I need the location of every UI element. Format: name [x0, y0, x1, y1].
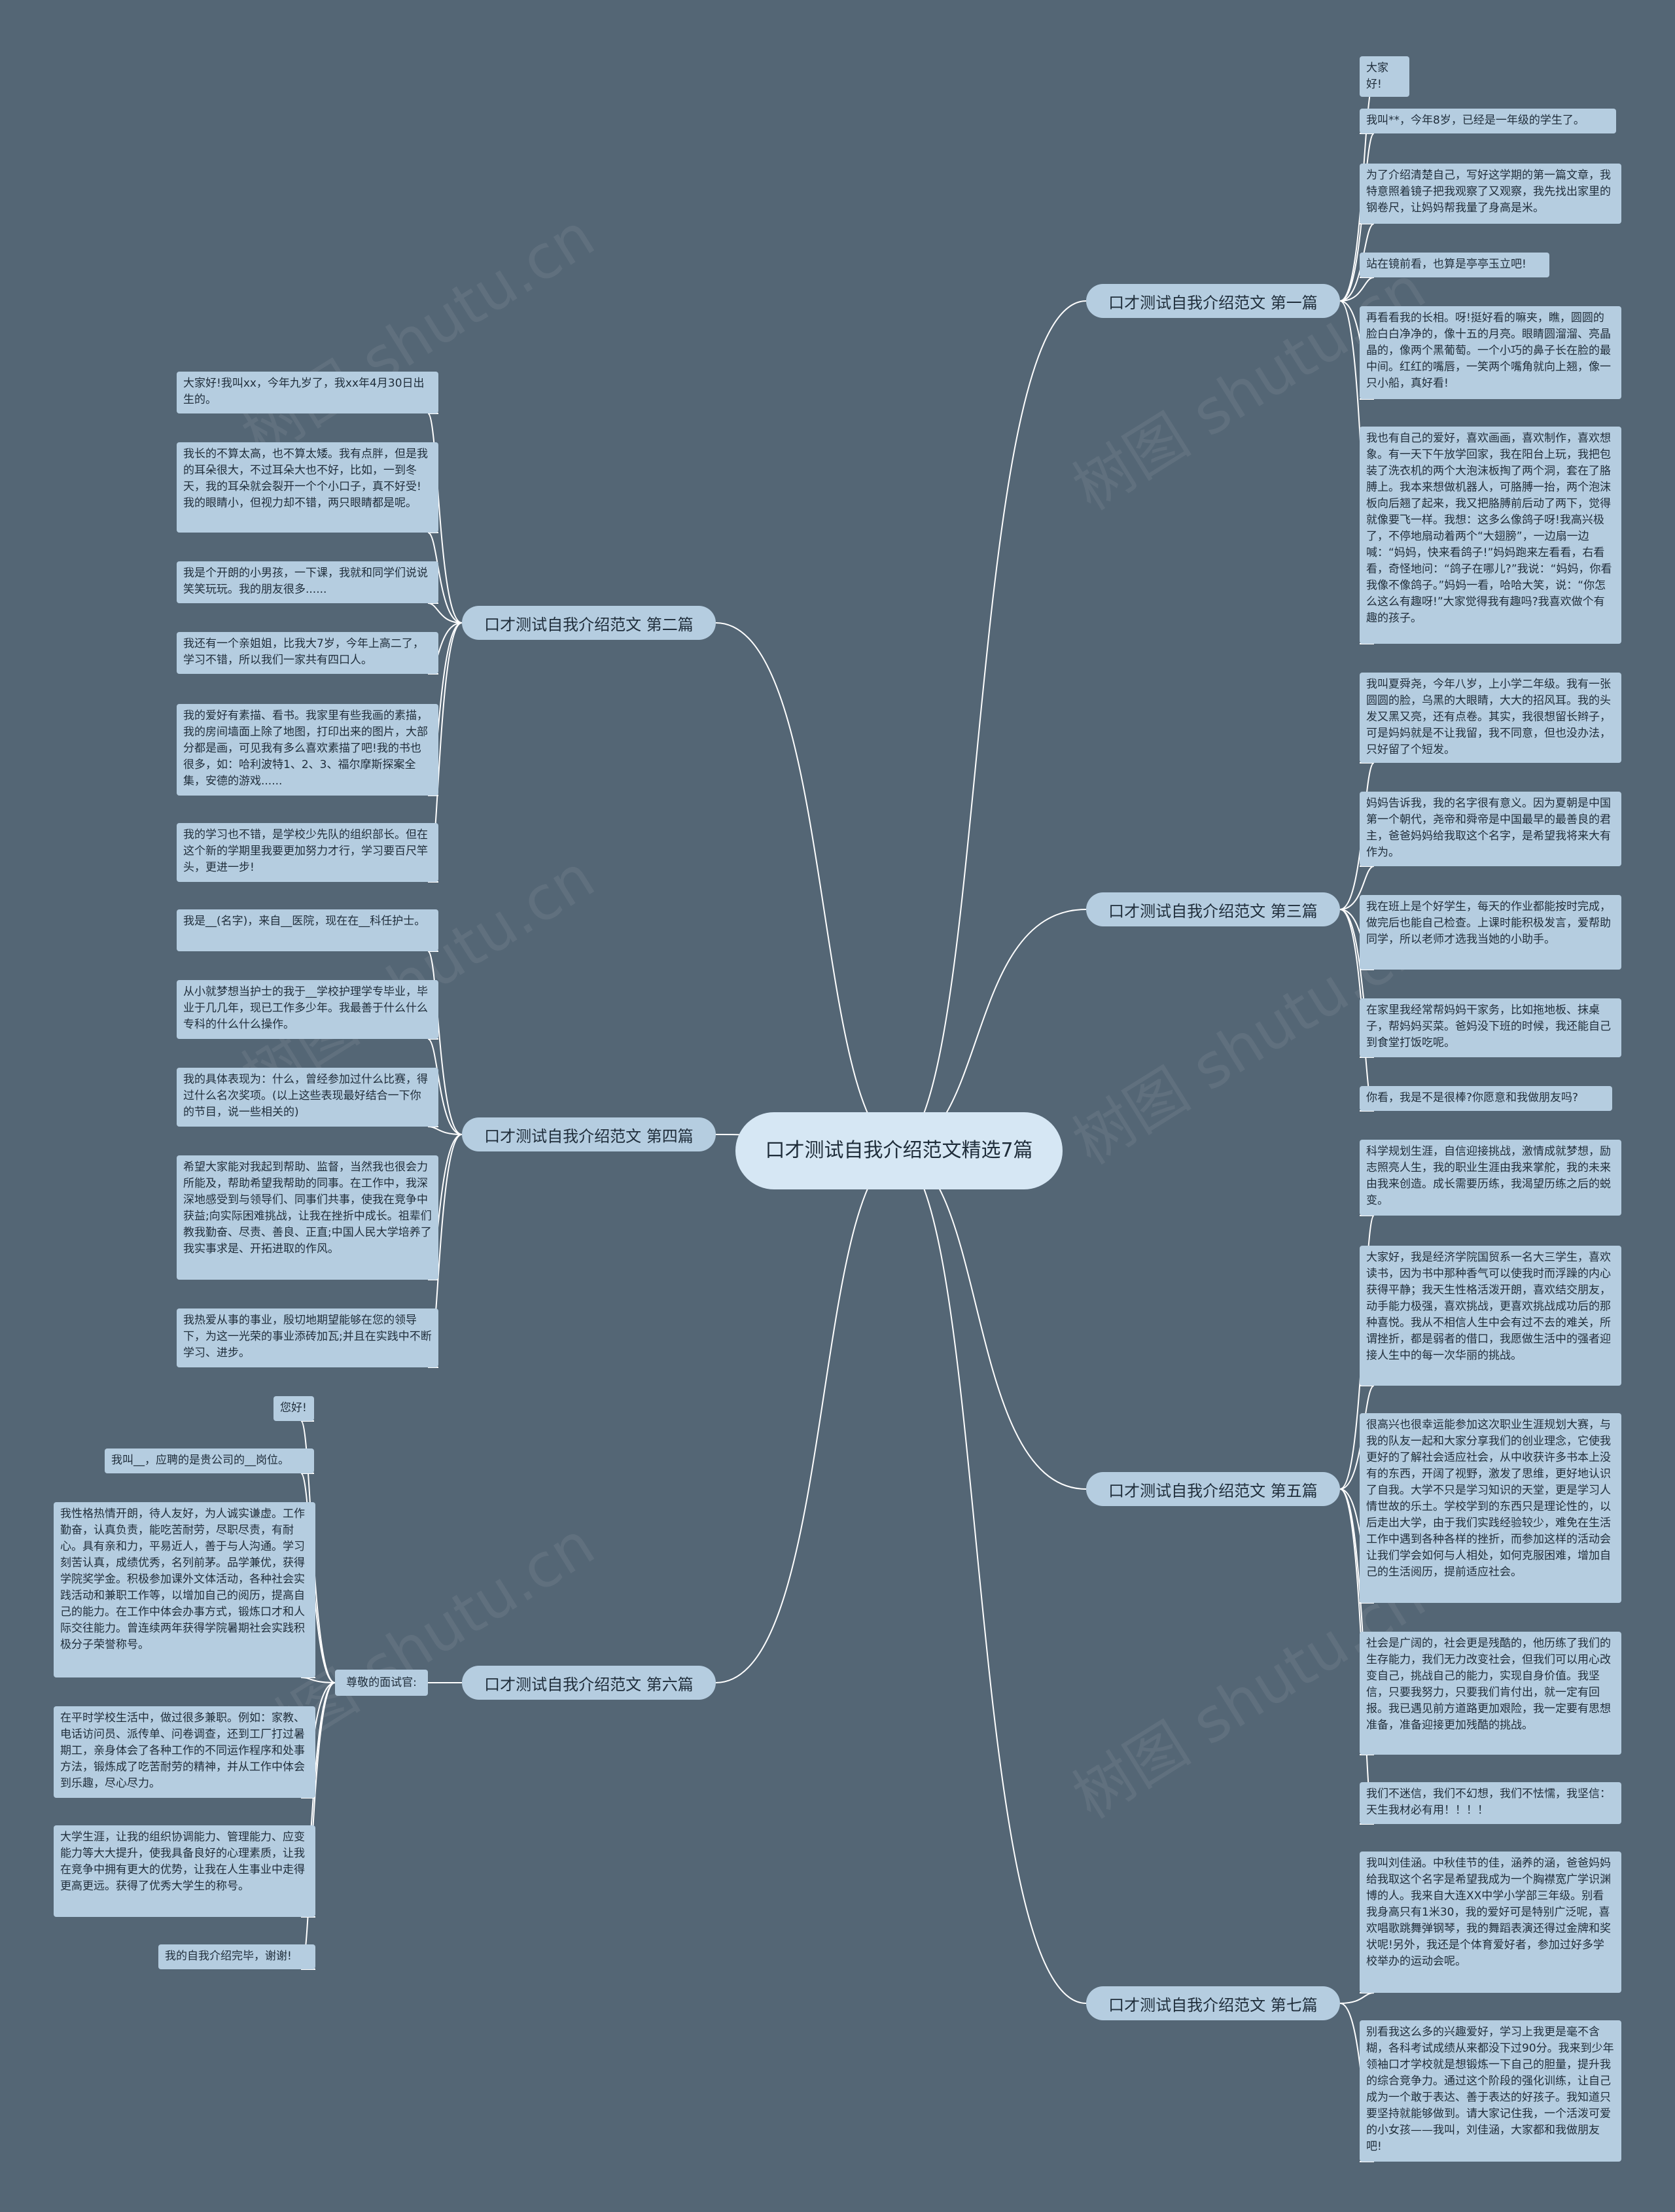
branch-node[interactable]: 口才测试自我介绍范文 第三篇	[1086, 892, 1340, 926]
leaf-node[interactable]: 社会是广阔的，社会更是残酷的，他历练了我们的生存能力，我们无力改变社会，但我们可…	[1360, 1632, 1621, 1755]
leaf-node[interactable]: 我的学习也不错，是学校少先队的组织部长。但在这个新的学期里我要更加努力才行，学习…	[177, 823, 438, 882]
leaf-connector	[427, 603, 463, 623]
leaf-node[interactable]: 大家好!我叫xx，今年九岁了，我xx年4月30日出生的。	[177, 372, 438, 413]
leaf-node[interactable]: 我叫**，今年8岁，已经是一年级的学生了。	[1360, 109, 1616, 133]
root-node[interactable]: 口才测试自我介绍范文精选7篇	[735, 1112, 1063, 1189]
leaf-node[interactable]: 大学生涯，让我的组织协调能力、管理能力、应变能力等大大提升，使我具备良好的心理素…	[54, 1825, 315, 1917]
leaf-connector	[1339, 866, 1375, 910]
leaf-connector	[427, 1126, 463, 1135]
leaf-connector	[427, 1038, 463, 1135]
branch-label: 口才测试自我介绍范文 第四篇	[484, 1127, 694, 1146]
branch-node[interactable]: 口才测试自我介绍范文 第四篇	[462, 1117, 716, 1151]
leaf-node[interactable]: 在平时学校生活中，做过很多兼职。例如：家教、电话访问员、派传单、问卷调查，还到工…	[54, 1706, 315, 1798]
leaf-node[interactable]: 我的自我介绍完毕，谢谢!	[158, 1944, 315, 1969]
leaf-node[interactable]: 再看看我的长相。呀!挺好看的嘛夹，瞧，圆圆的脸白白净净的，像十五的月亮。眼睛圆溜…	[1360, 306, 1621, 399]
leaf-node[interactable]: 大家好，我是经济学院国贸系一名大三学生，喜欢读书，因为书中那种香气可以使我时而浮…	[1360, 1246, 1621, 1386]
leaf-connector	[300, 1677, 336, 1683]
branch-connector	[892, 1150, 1087, 1490]
branch-label: 口才测试自我介绍范文 第六篇	[484, 1675, 694, 1694]
sub-node[interactable]: 尊敬的面试官:	[335, 1670, 428, 1696]
leaf-node[interactable]: 别看我这么多的兴趣爱好，学习上我更是毫不含糊，各科考试成绩从来都没下过90分。我…	[1360, 2020, 1621, 2162]
root-title: 口才测试自我介绍范文精选7篇	[765, 1139, 1033, 1162]
branch-node[interactable]: 口才测试自我介绍范文 第一篇	[1086, 284, 1340, 318]
branch-label: 口才测试自我介绍范文 第二篇	[484, 615, 694, 634]
branch-node[interactable]: 口才测试自我介绍范文 第六篇	[462, 1666, 716, 1700]
leaf-node[interactable]: 我还有一个亲姐姐，比我大7岁，今年上高二了，学习不错，所以我们一家共有四口人。	[177, 632, 438, 674]
leaf-node[interactable]: 我叫夏舜尧，今年八岁，上小学二年级。我有一张圆圆的脸，乌黑的大眼睛，大大的招风耳…	[1360, 673, 1621, 763]
leaf-node[interactable]: 我长的不算太高，也不算太矮。我有点胖，但是我的耳朵很大，不过耳朵大也不好，比如，…	[177, 442, 438, 533]
leaf-connector	[1339, 1992, 1375, 2004]
leaf-node[interactable]: 站在镜前看，也算是亭亭玉立吧!	[1360, 253, 1549, 277]
leaf-node[interactable]: 我热爱从事的事业，殷切地期望能够在您的领导下，为这一光荣的事业添砖加瓦;并且在实…	[177, 1308, 438, 1367]
leaf-node[interactable]: 很高兴也很幸运能参加这次职业生涯规划大赛，与我的队友一起和大家分享我们的创业理念…	[1360, 1413, 1621, 1603]
branch-node[interactable]: 口才测试自我介绍范文 第五篇	[1086, 1472, 1340, 1506]
leaf-node[interactable]: 我们不迷信，我们不幻想，我们不怯懦，我坚信：天生我材必有用！！！！	[1360, 1782, 1621, 1824]
leaf-node[interactable]: 大家好!	[1360, 56, 1409, 97]
leaf-node[interactable]: 我叫刘佳涵。中秋佳节的佳，涵养的涵，爸爸妈妈给我取这个名字是希望我成为一个胸襟宽…	[1360, 1852, 1621, 1993]
branch-connector	[892, 1150, 1087, 2004]
branch-label: 口才测试自我介绍范文 第七篇	[1108, 1995, 1318, 2014]
leaf-connector	[427, 532, 463, 623]
leaf-node[interactable]: 我性格热情开朗，待人友好，为人诚实谦虚。工作勤奋，认真负责，能吃苦耐劳，尽职尽责…	[54, 1502, 315, 1677]
leaf-node[interactable]: 妈妈告诉我，我的名字很有意义。因为夏朝是中国第一个朝代，尧帝和舜帝是中国最早的最…	[1360, 792, 1621, 866]
branch-node[interactable]: 口才测试自我介绍范文 第二篇	[462, 606, 716, 640]
leaf-node[interactable]: 希望大家能对我起到帮助、监督，当然我也很会力所能及，帮助希望我帮助的同事。在工作…	[177, 1155, 438, 1280]
leaf-node[interactable]: 从小就梦想当护士的我于__学校护理学专毕业，毕业于几几年，现已工作多少年。我最善…	[177, 980, 438, 1039]
branch-connector	[715, 622, 906, 1151]
leaf-node[interactable]: 科学规划生涯，自信迎接挑战，激情成就梦想，励志照亮人生，我的职业生涯由我来掌舵，…	[1360, 1140, 1621, 1216]
branch-connector	[715, 1150, 906, 1683]
branch-label: 口才测试自我介绍范文 第五篇	[1108, 1481, 1318, 1500]
leaf-node[interactable]: 我的具体表现为：什么，曾经参加过什么比赛，得过什么名次奖项。(以上这些表现最好结…	[177, 1068, 438, 1127]
leaf-node[interactable]: 我也有自己的爱好，喜欢画画，喜欢制作，喜欢想象。有一天下午放学回家，我在阳台上玩…	[1360, 427, 1621, 644]
leaf-node[interactable]: 你看，我是不是很棒?你愿意和我做朋友吗?	[1360, 1086, 1612, 1111]
leaf-node[interactable]: 我叫__，应聘的是贵公司的__岗位。	[105, 1448, 314, 1473]
leaf-connector	[427, 951, 463, 1135]
leaf-connector	[1339, 277, 1375, 302]
branch-label: 口才测试自我介绍范文 第三篇	[1108, 902, 1318, 921]
leaf-node[interactable]: 为了介绍清楚自己，写好这学期的第一篇文章，我特意照着镜子把我观察了又观察，我先找…	[1360, 164, 1621, 224]
leaf-connector	[427, 413, 463, 623]
leaf-node[interactable]: 我是个开朗的小男孩，一下课，我就和同学们说说笑笑玩玩。我的朋友很多......	[177, 561, 438, 603]
branch-label: 口才测试自我介绍范文 第一篇	[1108, 293, 1318, 312]
leaf-node[interactable]: 在家里我经常帮妈妈干家务，比如拖地板、抹桌子，帮妈妈买菜。爸妈没下班的时候，我还…	[1360, 998, 1621, 1057]
branch-node[interactable]: 口才测试自我介绍范文 第七篇	[1086, 1986, 1340, 2020]
branch-connector	[892, 300, 1087, 1151]
leaf-node[interactable]: 我是__(名字)，来自__医院，现在在__科任护士。	[177, 909, 438, 951]
leaf-node[interactable]: 我在班上是个好学生，每天的作业都能按时完成，做完后也能自己检查。上课时能积极发言…	[1360, 895, 1621, 970]
leaf-node[interactable]: 您好!	[273, 1396, 314, 1421]
leaf-node[interactable]: 我的爱好有素描、看书。我家里有些我画的素描，我的房间墙面上除了地图，打印出来的图…	[177, 704, 438, 796]
